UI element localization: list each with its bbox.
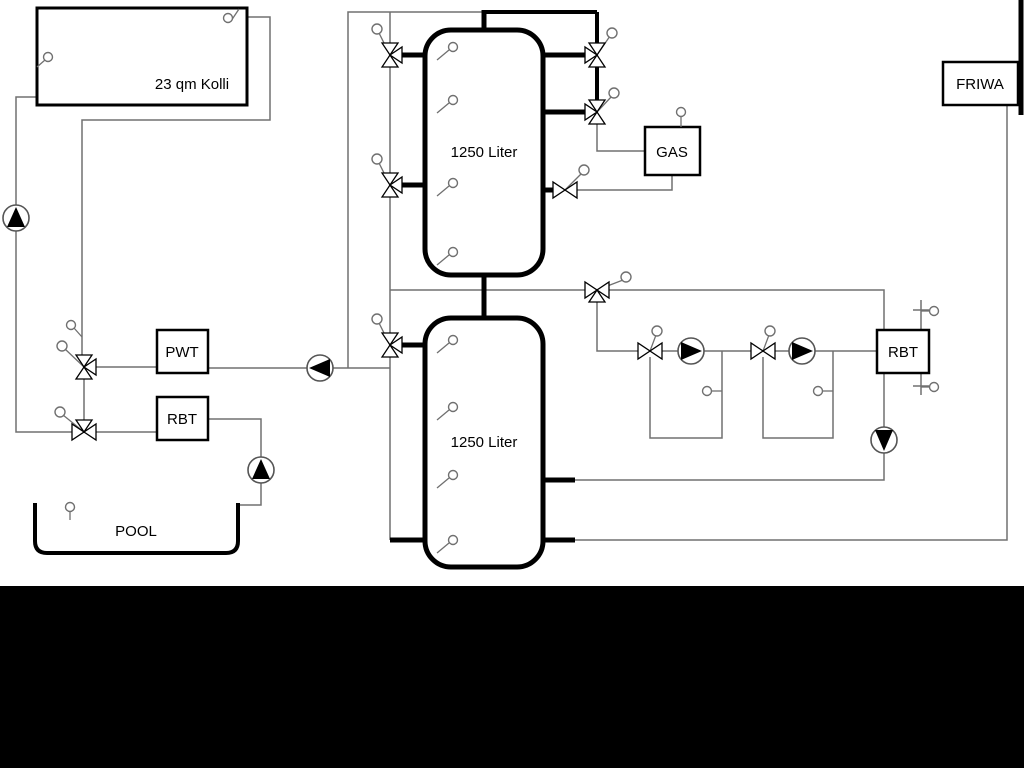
tank-top-label: 1250 Liter bbox=[451, 144, 518, 161]
valve-rbt-primary bbox=[54, 406, 97, 442]
valve-actuator-icon bbox=[371, 23, 383, 35]
tank-bottom-label: 1250 Liter bbox=[451, 434, 518, 451]
three-way-valve-icon bbox=[584, 280, 610, 303]
valve-tank1-left-mid bbox=[371, 153, 403, 198]
pipe-loop-1 bbox=[649, 351, 723, 439]
valve-tank2-left bbox=[371, 313, 403, 358]
valve-actuator-icon bbox=[371, 313, 383, 325]
valve-actuator-icon bbox=[620, 271, 632, 283]
pipe-to-gas bbox=[596, 124, 645, 152]
bottom-mask bbox=[0, 586, 1024, 768]
pipe-loop-2 bbox=[762, 351, 834, 439]
pump-icon-circuit-2 bbox=[788, 337, 816, 365]
valve-tank1-right-top bbox=[584, 27, 618, 68]
valve-tank1-right-mid bbox=[584, 87, 620, 125]
rbt-right-label: RBT bbox=[888, 344, 918, 361]
valve-icon bbox=[552, 180, 578, 200]
valve-actuator-icon bbox=[56, 340, 68, 352]
sensor-icon bbox=[928, 305, 940, 317]
pipe-collector-return bbox=[15, 96, 72, 433]
buffer-tank-top: 1250 Liter bbox=[422, 27, 546, 278]
sensor-icon bbox=[701, 385, 713, 397]
pipe-left-riser bbox=[347, 11, 484, 368]
pool-label: POOL bbox=[115, 523, 157, 540]
buffer-tank-bottom: 1250 Liter bbox=[422, 315, 546, 570]
pwt-label: PWT bbox=[165, 344, 198, 361]
valve-actuator-icon bbox=[608, 87, 620, 99]
sensor-stem bbox=[36, 59, 46, 68]
valve-actuator-icon bbox=[54, 406, 66, 418]
piping-network bbox=[15, 11, 1008, 541]
sensor-icon bbox=[447, 469, 459, 481]
three-way-valve-icon bbox=[380, 172, 403, 198]
gas-boiler-box: GAS bbox=[643, 106, 702, 177]
sensor-icon bbox=[928, 381, 940, 393]
gas-label: GAS bbox=[656, 144, 688, 161]
tank-stubs bbox=[390, 52, 585, 543]
collector-label: 23 qm Kolli bbox=[155, 76, 229, 93]
pump-icon-pool bbox=[247, 456, 275, 484]
pipe-top-header-thick bbox=[484, 10, 599, 100]
valve-tank1-left-top bbox=[371, 23, 403, 68]
valve-icon bbox=[750, 341, 776, 361]
sensor-icon bbox=[447, 246, 459, 258]
rbt-left-label: RBT bbox=[167, 411, 197, 428]
pool-basin: POOL bbox=[33, 501, 240, 555]
sensor-icon bbox=[447, 401, 459, 413]
valve-actuator-icon bbox=[578, 164, 590, 176]
sensor-icon bbox=[447, 41, 459, 53]
sensor-icon bbox=[447, 177, 459, 189]
pipe-friwa-line bbox=[575, 105, 1008, 541]
sensor-icon bbox=[42, 51, 54, 63]
pump-icon-circuit-1 bbox=[677, 337, 705, 365]
three-way-valve-icon bbox=[380, 42, 403, 68]
valve-icon bbox=[637, 341, 663, 361]
pump-icon-solar bbox=[2, 204, 30, 232]
three-way-valve-icon bbox=[584, 42, 607, 68]
pipe-pump-row bbox=[596, 302, 877, 352]
pwt-box: PWT bbox=[155, 328, 210, 375]
sensor-icon bbox=[222, 12, 234, 24]
three-way-valve-icon bbox=[380, 332, 403, 358]
valve-actuator-icon bbox=[606, 27, 618, 39]
valve-actuator-icon bbox=[371, 153, 383, 165]
valve-actuator-icon bbox=[764, 325, 776, 337]
rbt-left-box: RBT bbox=[155, 395, 210, 442]
main-piping bbox=[390, 0, 1024, 543]
valve-gas-return bbox=[552, 164, 590, 200]
pipe-collector-supply bbox=[81, 16, 271, 355]
sensor-icon bbox=[447, 94, 459, 106]
pipe-gas-return bbox=[577, 175, 673, 191]
rbt-right-box: RBT bbox=[875, 328, 931, 375]
three-way-valve-icon bbox=[74, 354, 97, 380]
tank-sensors bbox=[436, 41, 459, 554]
sensor-icon bbox=[812, 385, 824, 397]
valve-actuator-icon bbox=[651, 325, 663, 337]
pump-icon-rbt-right bbox=[870, 426, 898, 454]
misc-sensors bbox=[65, 305, 940, 397]
sensor-icon bbox=[64, 501, 76, 513]
friwa-label: FRIWA bbox=[956, 76, 1004, 93]
sensor-icon bbox=[65, 319, 77, 331]
pump-icon-pwt bbox=[306, 354, 334, 382]
sensor-icon bbox=[675, 106, 687, 118]
valve-distribution bbox=[584, 271, 632, 303]
sensor-icon bbox=[447, 334, 459, 346]
solar-collector: 23 qm Kolli bbox=[35, 6, 249, 107]
three-way-valve-icon bbox=[71, 419, 97, 442]
friwa-box: FRIWA bbox=[941, 60, 1020, 107]
pipe-rbt-right-return bbox=[575, 373, 885, 481]
three-way-valve-icon bbox=[584, 99, 607, 125]
pipe-mid-distribution bbox=[390, 289, 885, 330]
valve-pwt-primary bbox=[56, 340, 97, 380]
valve-circuit-2 bbox=[750, 325, 776, 361]
valve-circuit-1 bbox=[637, 325, 663, 361]
sensor-icon bbox=[447, 534, 459, 546]
